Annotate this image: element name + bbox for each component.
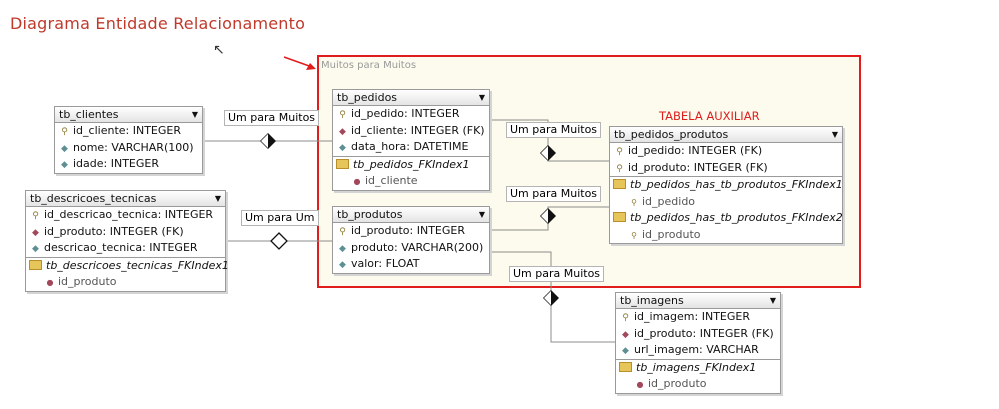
dropdown-arrow-icon[interactable]: ▼ bbox=[769, 296, 776, 305]
rel-label-produtos-imagens: Um para Muitos bbox=[509, 266, 605, 282]
foreign-key-icon: ◆ bbox=[339, 126, 346, 137]
folder-icon bbox=[613, 179, 626, 189]
table-name: tb_pedidos_produtos bbox=[614, 128, 729, 141]
column-icon: ◆ bbox=[339, 260, 346, 270]
table-name: tb_descricoes_tecnicas bbox=[30, 192, 157, 205]
aux-table-label: TABELA AUXILIAR bbox=[659, 109, 760, 123]
rel-label-pedidos-aux: Um para Muitos bbox=[506, 122, 602, 138]
table-index[interactable]: tb_pedidos_has_tb_produtos_FKIndex1 bbox=[610, 176, 843, 194]
table-index[interactable]: tb_pedidos_FKIndex1 bbox=[333, 155, 489, 174]
key-icon: ⚲ bbox=[631, 230, 637, 240]
table-column[interactable]: ◆data_hora: DATETIME bbox=[333, 139, 489, 156]
foreign-key-icon: ◆ bbox=[622, 329, 629, 340]
table-index[interactable]: tb_descricoes_tecnicas_FKIndex1 bbox=[26, 256, 229, 275]
dropdown-arrow-icon[interactable]: ▼ bbox=[191, 110, 198, 119]
table-column[interactable]: ⚲id_produto: INTEGER (FK) bbox=[610, 160, 842, 177]
folder-icon bbox=[613, 212, 626, 222]
column-icon: ◆ bbox=[622, 346, 629, 356]
foreign-key-icon: ● bbox=[353, 177, 361, 186]
column-icon: ◆ bbox=[339, 243, 346, 254]
index-column[interactable]: ⚲id_produto bbox=[610, 227, 842, 244]
key-icon: ⚲ bbox=[616, 147, 623, 157]
folder-icon bbox=[336, 158, 349, 169]
column-icon: ◆ bbox=[32, 244, 39, 254]
folder-icon bbox=[29, 259, 42, 270]
key-icon: ⚲ bbox=[32, 211, 39, 221]
red-arrow-head-icon bbox=[306, 63, 316, 70]
table-column[interactable]: ◆id_cliente: INTEGER (FK) bbox=[333, 123, 489, 140]
table-header[interactable]: tb_descricoes_tecnicas ▼ bbox=[26, 191, 225, 207]
column-icon: ◆ bbox=[61, 143, 68, 154]
table-column[interactable]: ◆nome: VARCHAR(100) bbox=[55, 140, 202, 157]
key-icon: ⚲ bbox=[339, 227, 346, 237]
index-column[interactable]: ⚲id_pedido bbox=[610, 194, 842, 211]
column-icon: ◆ bbox=[339, 143, 346, 153]
table-column[interactable]: ⚲id_pedido: INTEGER (FK) bbox=[610, 143, 842, 160]
rel-label-produtos-aux: Um para Muitos bbox=[506, 186, 602, 202]
table-name: tb_clientes bbox=[59, 108, 119, 121]
key-icon: ⚲ bbox=[61, 127, 68, 137]
key-icon: ⚲ bbox=[339, 110, 346, 120]
frame-label: Muitos para Muitos bbox=[321, 60, 417, 71]
mouse-cursor-icon: ↖ bbox=[213, 42, 225, 58]
table-header[interactable]: tb_produtos ▼ bbox=[333, 207, 489, 223]
table-column[interactable]: ◆descricao_tecnica: INTEGER bbox=[26, 240, 225, 257]
dropdown-arrow-icon[interactable]: ▼ bbox=[214, 194, 221, 203]
foreign-key-icon: ● bbox=[46, 278, 54, 287]
index-column[interactable]: ●id_cliente bbox=[333, 173, 489, 190]
diagram-title: Diagrama Entidade Relacionamento bbox=[10, 14, 306, 33]
table-column[interactable]: ⚲id_imagem: INTEGER bbox=[616, 309, 780, 326]
foreign-key-icon: ● bbox=[636, 380, 644, 389]
folder-icon bbox=[619, 361, 632, 372]
table-column[interactable]: ⚲id_produto: INTEGER bbox=[333, 223, 489, 240]
table-header[interactable]: tb_clientes ▼ bbox=[55, 107, 202, 123]
table-tb-pedidos[interactable]: tb_pedidos ▼ ⚲id_pedido: INTEGER ◆id_cli… bbox=[332, 89, 490, 191]
table-column[interactable]: ◆id_produto: INTEGER (FK) bbox=[26, 224, 225, 241]
table-tb-produtos[interactable]: tb_produtos ▼ ⚲id_produto: INTEGER ◆prod… bbox=[332, 206, 490, 274]
produtos-descricoes-diamond-icon bbox=[270, 232, 288, 250]
table-column[interactable]: ⚲id_cliente: INTEGER bbox=[55, 123, 202, 140]
dropdown-arrow-icon[interactable]: ▼ bbox=[478, 210, 485, 219]
table-tb-descricoes-tecnicas[interactable]: tb_descricoes_tecnicas ▼ ⚲id_descricao_t… bbox=[25, 190, 229, 292]
index-column[interactable]: ●id_produto bbox=[26, 274, 225, 291]
table-name: tb_pedidos bbox=[337, 91, 398, 104]
table-column[interactable]: ◆id_produto: INTEGER (FK) bbox=[616, 326, 780, 343]
table-index[interactable]: tb_imagens_FKIndex1 bbox=[616, 358, 780, 377]
table-column[interactable]: ⚲id_descricao_tecnica: INTEGER bbox=[26, 207, 225, 224]
table-header[interactable]: tb_pedidos_produtos ▼ bbox=[610, 127, 842, 143]
table-column[interactable]: ◆idade: INTEGER bbox=[55, 156, 202, 173]
table-tb-pedidos-produtos[interactable]: tb_pedidos_produtos ▼ ⚲id_pedido: INTEGE… bbox=[609, 126, 843, 244]
table-tb-imagens[interactable]: tb_imagens ▼ ⚲id_imagem: INTEGER ◆id_pro… bbox=[615, 292, 781, 394]
index-column[interactable]: ●id_produto bbox=[616, 376, 780, 393]
table-column[interactable]: ◆url_imagem: VARCHAR bbox=[616, 342, 780, 359]
key-icon: ⚲ bbox=[622, 313, 629, 323]
key-icon: ⚲ bbox=[631, 197, 637, 207]
rel-label-clientes-pedidos: Um para Muitos bbox=[224, 110, 320, 126]
dropdown-arrow-icon[interactable]: ▼ bbox=[478, 93, 485, 102]
table-header[interactable]: tb_imagens ▼ bbox=[616, 293, 780, 309]
table-name: tb_produtos bbox=[337, 208, 403, 221]
table-name: tb_imagens bbox=[620, 294, 684, 307]
red-arrow-line bbox=[283, 56, 313, 68]
rel-label-produtos-descricoes: Um para Um bbox=[241, 210, 319, 226]
table-tb-clientes[interactable]: tb_clientes ▼ ⚲id_cliente: INTEGER ◆nome… bbox=[54, 106, 203, 174]
column-icon: ◆ bbox=[61, 160, 68, 170]
dropdown-arrow-icon[interactable]: ▼ bbox=[831, 130, 838, 139]
table-column[interactable]: ◆produto: VARCHAR(200) bbox=[333, 240, 489, 257]
table-column[interactable]: ◆valor: FLOAT bbox=[333, 256, 489, 273]
foreign-key-icon: ◆ bbox=[32, 227, 39, 238]
table-index[interactable]: tb_pedidos_has_tb_produtos_FKIndex2 bbox=[610, 210, 843, 227]
table-column[interactable]: ⚲id_pedido: INTEGER bbox=[333, 106, 489, 123]
key-icon: ⚲ bbox=[616, 163, 623, 174]
table-header[interactable]: tb_pedidos ▼ bbox=[333, 90, 489, 106]
